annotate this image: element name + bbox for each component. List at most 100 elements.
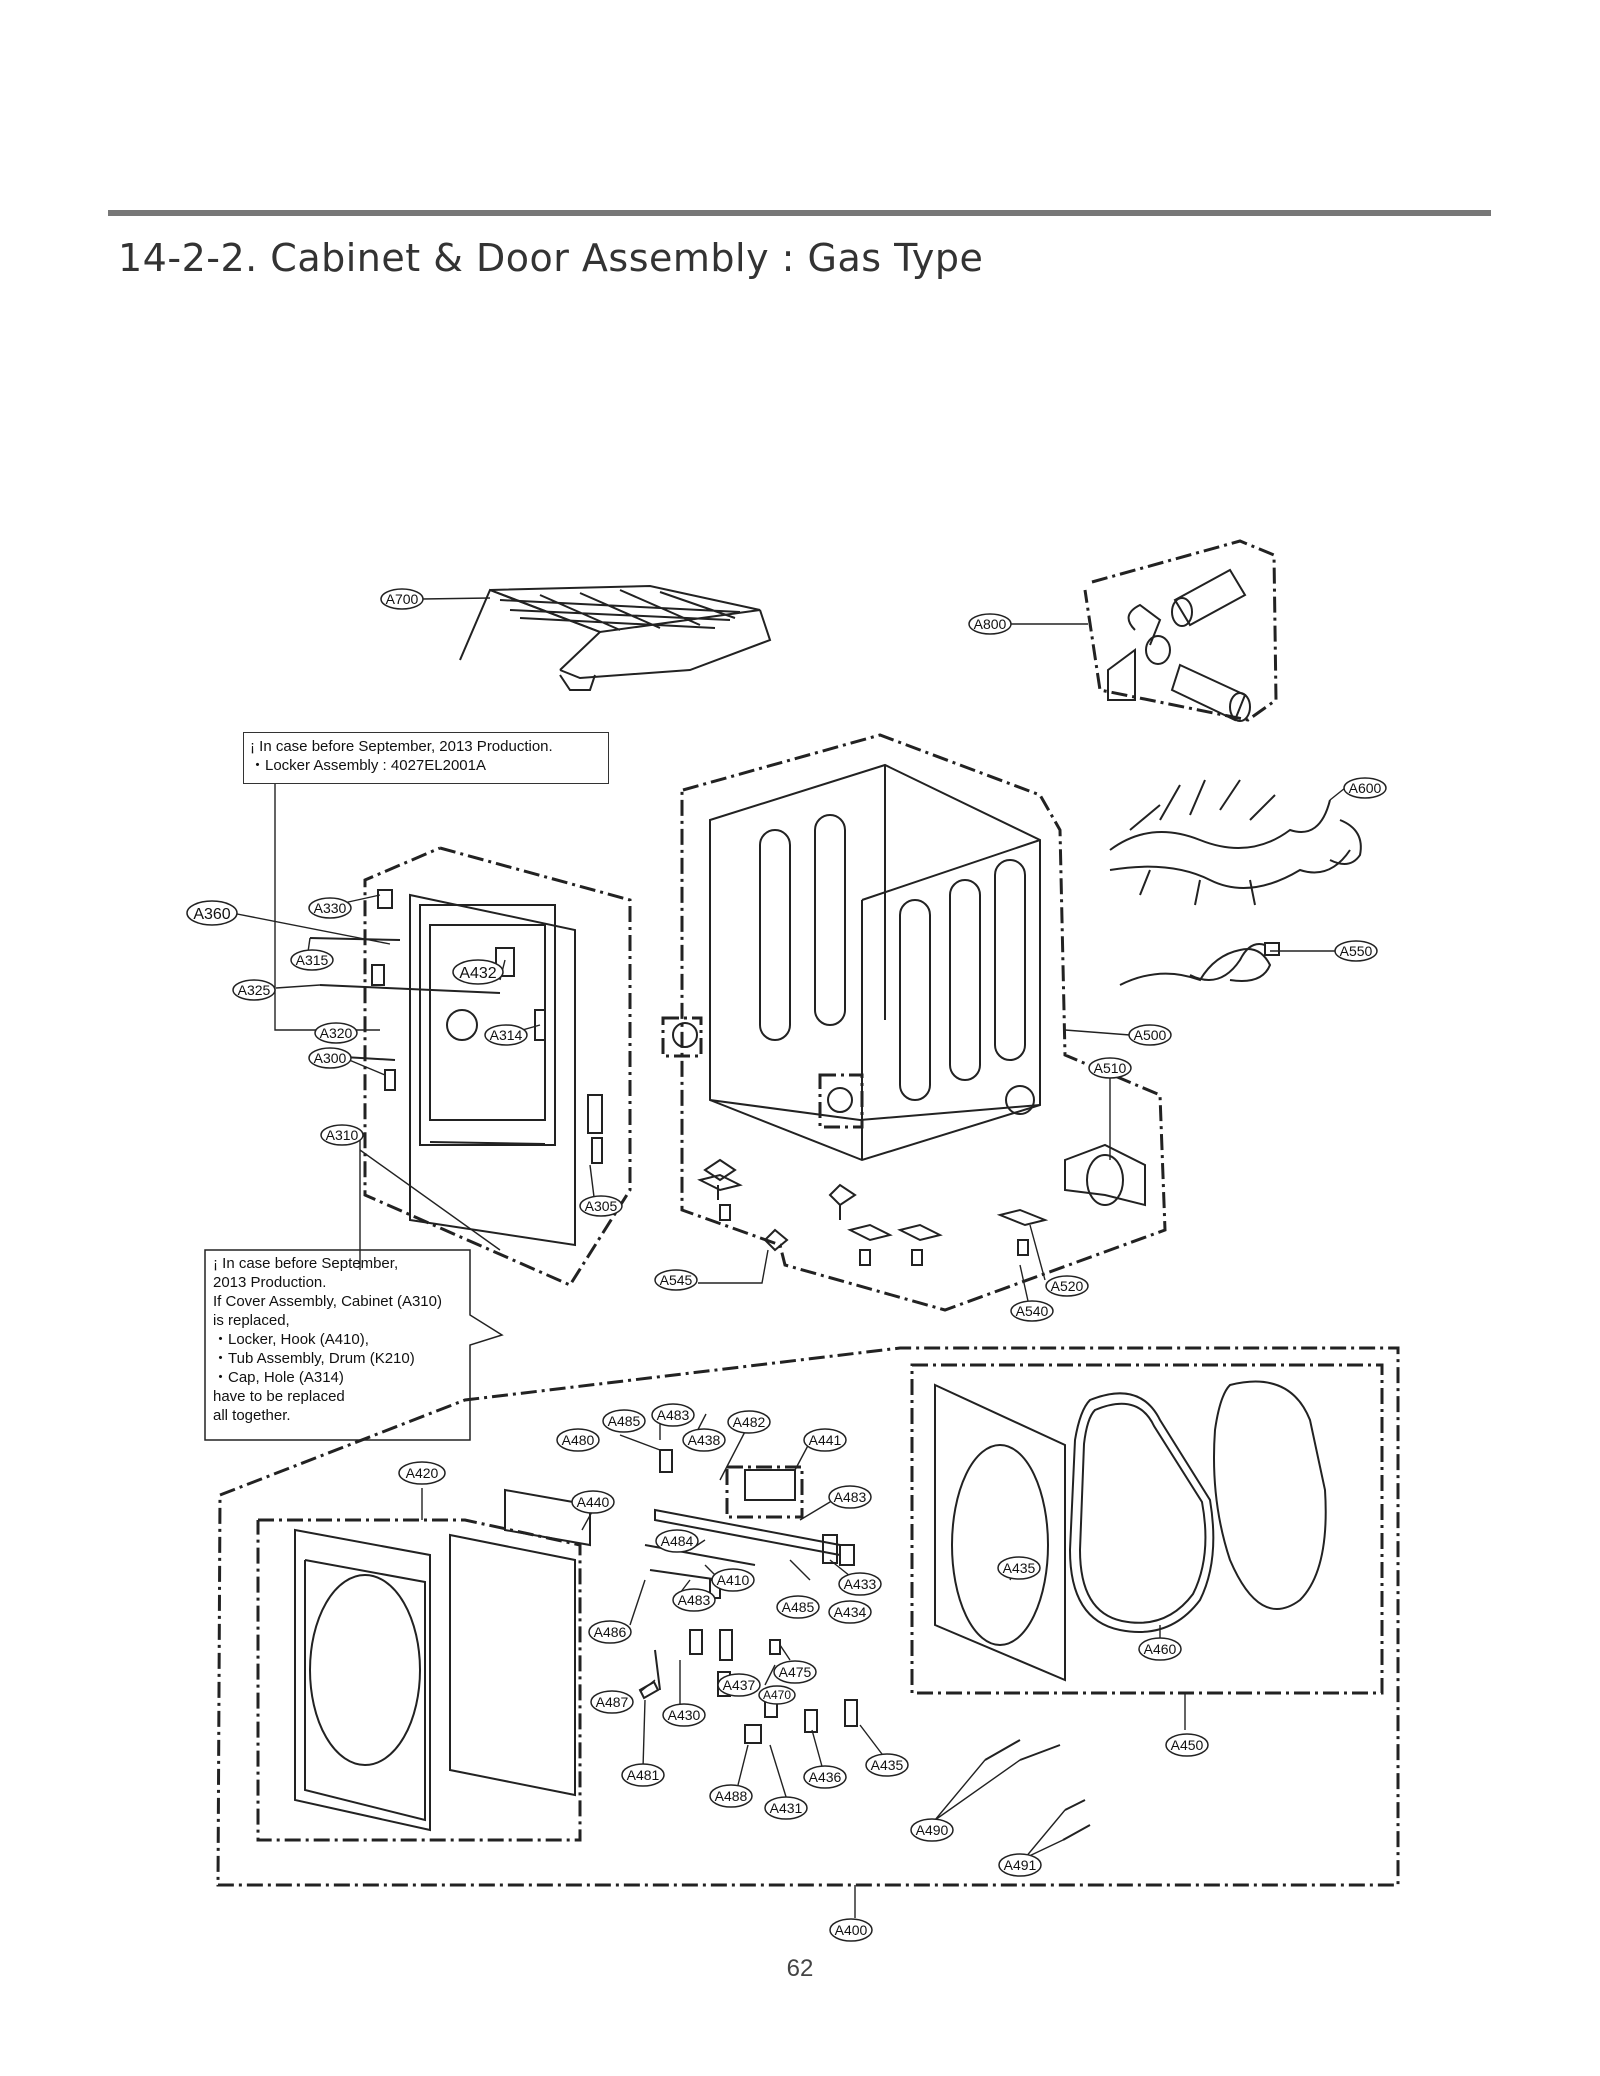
part-label: A360 [186,900,238,926]
page-number: 62 [786,1955,814,1982]
svg-text:A432: A432 [459,965,496,982]
note-line: 2013 Production. [213,1274,327,1291]
part-label: A486 [588,1620,632,1644]
part-label: A410 [711,1568,755,1592]
part-label: A800 [968,613,1012,635]
production-note-locker: ¡ In case before September, 2013 Product… [243,732,609,784]
svg-text:A300: A300 [314,1050,347,1066]
svg-text:A487: A487 [596,1694,629,1710]
note-line: is replaced, [213,1312,290,1329]
part-label: A431 [764,1796,808,1820]
svg-text:A441: A441 [809,1432,842,1448]
part-label: A488 [709,1784,753,1808]
svg-text:A488: A488 [715,1788,748,1804]
part-label: A500 [1128,1024,1172,1046]
part-label: A510 [1088,1057,1132,1079]
svg-text:A440: A440 [577,1494,610,1510]
part-label: A441 [803,1428,847,1452]
part-label: A485 [602,1409,646,1433]
svg-text:A483: A483 [657,1407,690,1423]
svg-text:A314: A314 [490,1027,523,1043]
part-label: A470 [758,1685,796,1705]
part-label: A435 [997,1556,1041,1580]
power-cord-drawing [1119,942,1280,986]
part-label: A475 [773,1660,817,1684]
svg-text:A360: A360 [193,906,230,923]
door-drawing [294,1488,591,1832]
part-label: A487 [590,1690,634,1714]
svg-text:A420: A420 [406,1465,439,1481]
part-label: A314 [484,1024,528,1046]
part-label: A433 [838,1572,882,1596]
part-label: A483 [672,1588,716,1612]
svg-text:A510: A510 [1094,1060,1127,1076]
part-label: A432 [452,959,504,985]
svg-text:A550: A550 [1340,943,1373,959]
part-label: A434 [828,1600,872,1624]
svg-text:A800: A800 [974,616,1007,632]
note-line: ・Tub Assembly, Drum (K210) [213,1350,415,1367]
page-title: 14-2-2. Cabinet & Door Assembly : Gas Ty… [118,236,984,280]
part-label-layer: A700 A800 A600 A550 A500 A510 A520 A540 … [186,588,1387,1942]
note-line: ¡ In case before September, 2013 Product… [250,738,553,755]
svg-text:A485: A485 [782,1599,815,1615]
svg-text:A400: A400 [835,1922,868,1938]
part-label: A420 [398,1461,446,1485]
part-label: A438 [682,1428,726,1452]
part-label: A330 [308,897,352,919]
note-line: If Cover Assembly, Cabinet (A310) [213,1293,442,1310]
part-label: A480 [556,1428,600,1452]
part-label: A700 [380,588,424,610]
svg-text:A491: A491 [1004,1857,1037,1873]
svg-text:A485: A485 [608,1413,641,1429]
part-label: A482 [727,1410,771,1434]
svg-text:A482: A482 [733,1414,766,1430]
door-parts-drawing [638,1449,1091,1841]
svg-text:A500: A500 [1134,1027,1167,1043]
part-label: A310 [320,1124,364,1146]
wire-harness-drawing [1109,779,1362,906]
header-rule [108,210,1491,216]
part-label: A315 [290,949,334,971]
part-label: A430 [662,1703,706,1727]
part-label: A490 [910,1818,954,1842]
production-note-cover: ¡ In case before September, 2013 Product… [207,1250,469,1440]
svg-text:A410: A410 [717,1572,750,1588]
cabinet-drawing [672,763,1146,1266]
svg-text:A320: A320 [320,1025,353,1041]
svg-text:A450: A450 [1171,1737,1204,1753]
part-label: A440 [571,1490,615,1514]
part-label: A485 [776,1595,820,1619]
part-label: A520 [1045,1275,1089,1297]
part-label: A550 [1334,940,1378,962]
svg-text:A470: A470 [763,1688,791,1702]
svg-text:A540: A540 [1016,1303,1049,1319]
svg-text:A483: A483 [834,1489,867,1505]
part-label: A305 [579,1195,623,1217]
part-label: A435 [865,1753,909,1777]
svg-text:A431: A431 [770,1800,803,1816]
note-line: all together. [213,1407,291,1424]
svg-text:A600: A600 [1349,780,1382,796]
part-label: A400 [829,1918,873,1942]
svg-text:A490: A490 [916,1822,949,1838]
inner-door-drawing [934,1380,1327,1682]
svg-text:A437: A437 [723,1677,756,1693]
part-label: A545 [654,1269,698,1291]
part-label: A484 [655,1529,699,1553]
part-label: A481 [621,1763,665,1787]
svg-text:A484: A484 [661,1533,694,1549]
dryer-rack-drawing [459,584,772,691]
svg-text:A480: A480 [562,1432,595,1448]
note-line: ・Cap, Hole (A314) [213,1369,344,1386]
note-line: have to be replaced [213,1388,345,1405]
part-label: A450 [1165,1733,1209,1757]
svg-text:A483: A483 [678,1592,711,1608]
part-label: A483 [651,1403,695,1427]
part-label: A600 [1343,777,1387,799]
part-label: A436 [803,1765,847,1789]
svg-text:A481: A481 [627,1767,660,1783]
part-label: A491 [998,1853,1042,1877]
part-label: A325 [232,979,276,1001]
